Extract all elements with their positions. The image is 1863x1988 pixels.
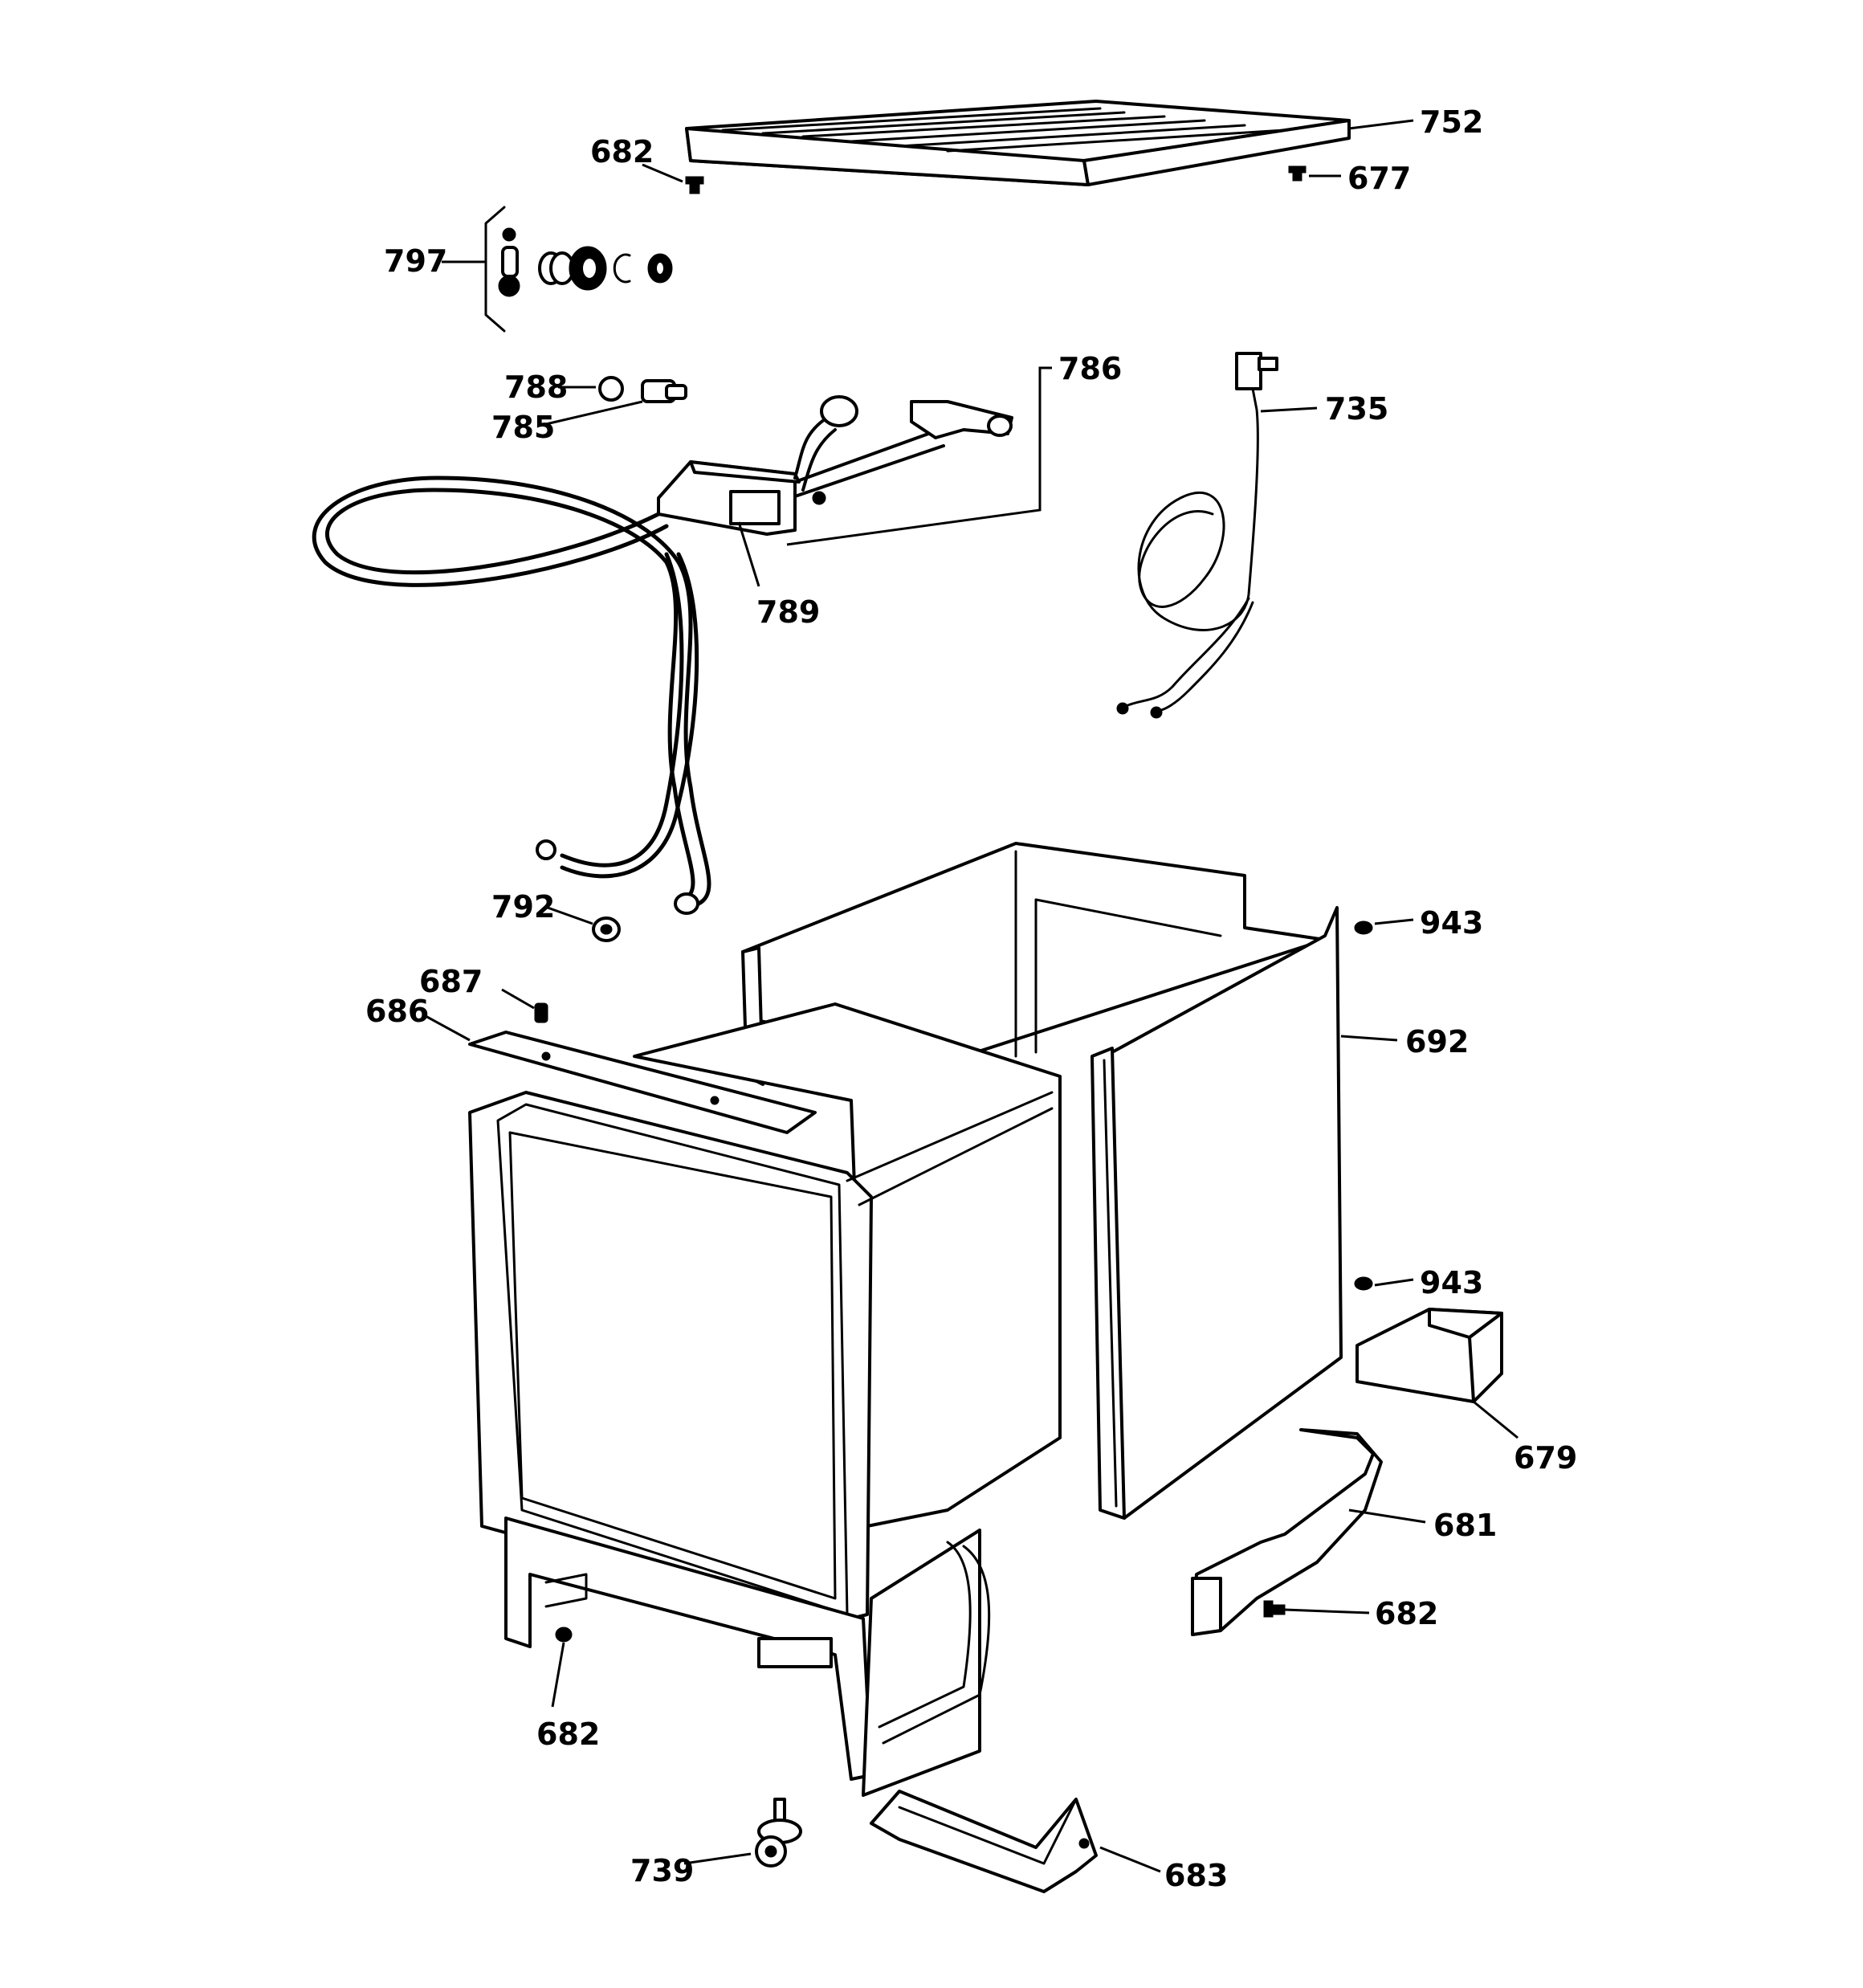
part-792-nut[interactable]: [592, 916, 621, 942]
tub-frame: [468, 1002, 1062, 1797]
part-789-inlet-valve[interactable]: [657, 395, 1013, 536]
part-788-ring[interactable]: [598, 376, 624, 402]
callout-735: 735: [1325, 391, 1388, 427]
part-683-support[interactable]: [870, 1790, 1098, 1893]
callout-681: 681: [1433, 1508, 1497, 1543]
part-785-connector[interactable]: [641, 379, 687, 403]
part-752-top-panel[interactable]: [685, 100, 1351, 186]
part-679-block[interactable]: [1355, 1308, 1503, 1403]
callout-692: 692: [1405, 1024, 1469, 1059]
part-943-screw-top[interactable]: [1354, 921, 1373, 935]
callout-789: 789: [756, 594, 820, 630]
part-943-screw-bottom[interactable]: [1354, 1276, 1373, 1291]
callout-683: 683: [1164, 1858, 1228, 1893]
part-686-mounting-strip[interactable]: [468, 1031, 817, 1134]
callout-679: 679: [1514, 1440, 1577, 1476]
part-739-leveling-leg[interactable]: [755, 1798, 802, 1868]
callout-943-bottom: 943: [1420, 1265, 1483, 1300]
part-692-cabinet-enclosure[interactable]: [741, 842, 1343, 1520]
part-786-hose-assembly[interactable]: [312, 476, 711, 915]
callout-682-bottom: 682: [536, 1717, 600, 1752]
part-682-screw-right[interactable]: [1263, 1600, 1286, 1618]
callout-752: 752: [1420, 104, 1483, 140]
part-735-power-cord[interactable]: [1116, 352, 1278, 719]
callout-739: 739: [630, 1853, 694, 1888]
leader-lines: [425, 119, 1519, 1873]
part-681-bracket[interactable]: [1191, 1428, 1383, 1636]
callout-788: 788: [504, 369, 568, 405]
callout-682-top: 682: [590, 134, 654, 169]
callout-687: 687: [419, 964, 483, 999]
part-687-screw[interactable]: [534, 1002, 548, 1023]
callout-682-right: 682: [1375, 1596, 1438, 1631]
callout-677: 677: [1347, 161, 1411, 196]
callout-797: 797: [384, 243, 447, 279]
callout-785: 785: [491, 410, 555, 445]
callout-686: 686: [365, 994, 429, 1029]
part-677-screw[interactable]: [1288, 165, 1307, 182]
callout-786: 786: [1058, 351, 1122, 386]
callout-943-top: 943: [1420, 905, 1483, 941]
part-682-screw-bottom[interactable]: [555, 1627, 573, 1643]
part-797-fitting-kit[interactable]: [484, 206, 673, 333]
callout-792: 792: [491, 889, 555, 925]
part-682-screw-top[interactable]: [685, 176, 704, 194]
callout-labels: 752 682 677 797 788 785 786 735 789 792 …: [365, 104, 1577, 1893]
